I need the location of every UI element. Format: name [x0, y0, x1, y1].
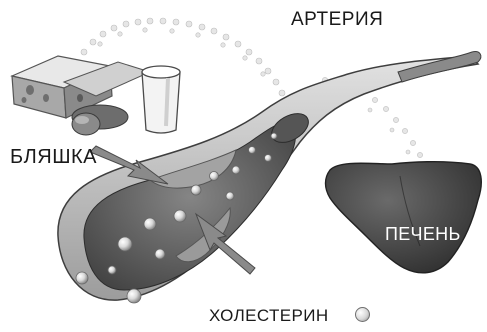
plaque-label: БЛЯШКА — [10, 146, 97, 169]
artery-label: АРТЕРИЯ — [291, 9, 383, 31]
food-group — [12, 56, 180, 135]
liver-icon — [326, 162, 482, 273]
cholesterol-legend-icon — [355, 307, 370, 322]
artery-lumen — [84, 120, 296, 290]
cholesterol-label: ХОЛЕСТЕРИН — [209, 306, 329, 326]
sausage-icon — [72, 105, 128, 135]
milk-glass-icon — [142, 66, 180, 133]
liver-label: ПЕЧЕНЬ — [385, 224, 461, 245]
